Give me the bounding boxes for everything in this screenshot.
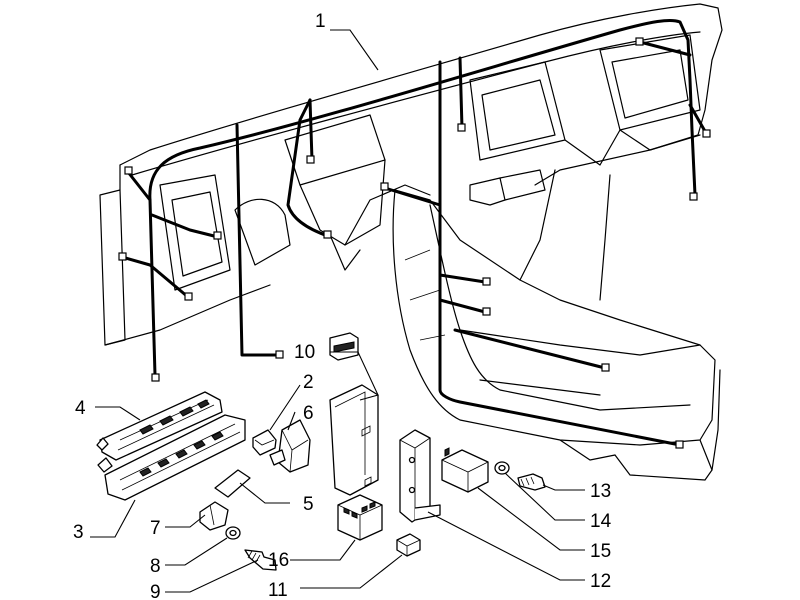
callout-16: 16 (268, 550, 289, 571)
relay (329, 384, 379, 496)
small-switch (199, 501, 229, 531)
mounting-bracket (399, 429, 441, 523)
callout-10: 10 (294, 342, 315, 363)
callout-7: 7 (150, 518, 161, 539)
callout-11: 11 (268, 580, 288, 600)
callouts: 1 2 3 4 5 6 7 8 9 10 11 12 13 14 15 16 (73, 11, 612, 600)
rotary-switch (269, 419, 311, 473)
fuse-box (337, 494, 383, 541)
callout-8: 8 (150, 556, 161, 577)
callout-6: 6 (303, 403, 314, 424)
washer-right (494, 461, 510, 475)
screw (517, 473, 546, 491)
leader-lines (90, 29, 585, 593)
callout-14: 14 (590, 511, 612, 532)
callout-12: 12 (590, 571, 611, 592)
small-plate (214, 469, 251, 498)
switch-panel-lower (97, 414, 246, 501)
dashboard-body (99, 3, 723, 481)
wiring-harness (118, 18, 711, 449)
relay-symbol (329, 332, 359, 361)
relay-right (441, 447, 489, 493)
knob-small (252, 429, 277, 456)
callout-9: 9 (150, 582, 161, 600)
washer (225, 526, 241, 540)
callout-4: 4 (75, 398, 86, 419)
nut (396, 533, 421, 557)
switch-panel-upper (96, 391, 223, 461)
callout-3: 3 (73, 522, 84, 543)
callout-15: 15 (590, 541, 611, 562)
callout-2: 2 (303, 372, 314, 393)
callout-5: 5 (303, 494, 314, 515)
callout-13: 13 (590, 481, 611, 502)
callout-1: 1 (315, 11, 326, 32)
